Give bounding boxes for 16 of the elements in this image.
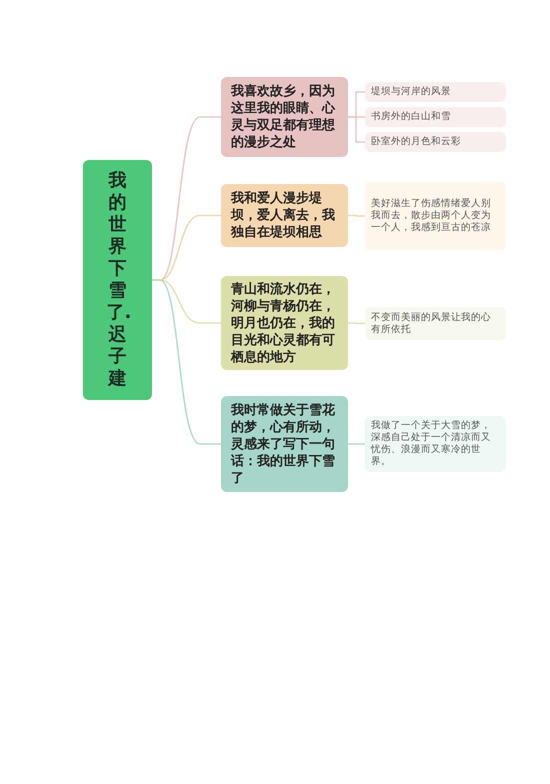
topic-box: 青山和流水仍在，河柳与青杨仍在，明月也仍在，我的目光和心灵都有可栖息的地方 [221,276,348,370]
subtopic-box: 不变而美丽的风景让我的心有所依托 [365,307,506,340]
connector-line [348,116,365,143]
topic-box: 我时常做关于雪花的梦，心有所动，灵感来了写下一句话：我的世界下雪了 [221,396,348,492]
subtopic-box: 书房外的白山和雪 [365,107,506,127]
topic-box: 我喜欢故乡，因为这里我的眼睛、心灵与双足都有理想的漫步之处 [221,77,348,157]
mind-map-root: 我的世界下雪了.迟子建 [83,160,152,400]
connector-line [348,214,365,217]
subtopic-box: 卧室外的月色和云彩 [365,132,506,152]
connector-line [348,443,365,445]
subtopic-box: 美好滋生了伤感情绪爱人别我而去，散步由两个人变为一个人，我感到亘古的苍凉 [365,182,506,250]
topic-box: 我和爱人漫步堤坝，爱人离去，我独自在堤坝相思 [221,184,348,247]
connector-line [152,279,221,445]
connector-line [348,322,365,324]
subtopic-box: 堤坝与河岸的风景 [365,82,506,102]
subtopic-box: 我做了一个关于大雪的梦，深感自己处于一个清凉而又忧伤、浪漫而又寒冷的世界。 [365,416,506,472]
